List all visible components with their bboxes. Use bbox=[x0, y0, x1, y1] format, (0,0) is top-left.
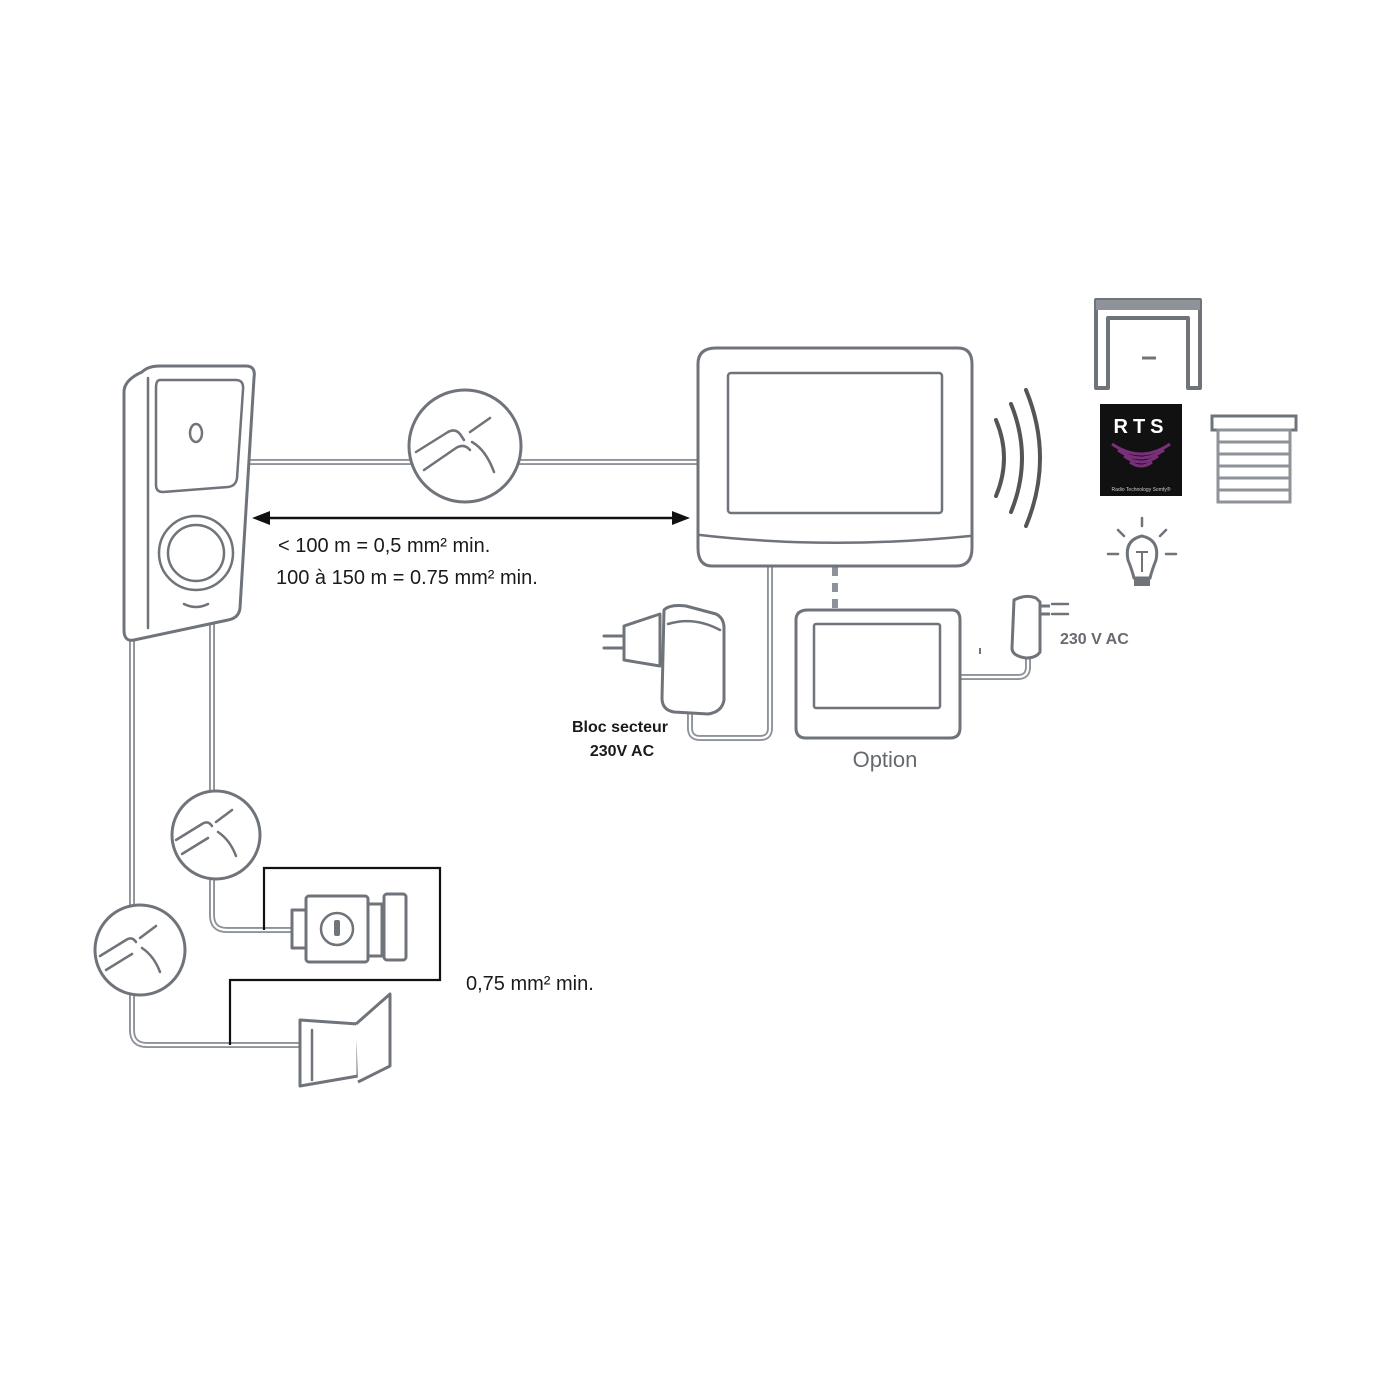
rts-tagline: Radio Technology Somfy® bbox=[1112, 486, 1171, 493]
cable-detail-bottom bbox=[93, 903, 187, 997]
rts-logo-text: RTS bbox=[1114, 416, 1169, 438]
power-block-label-2: 230V AC bbox=[590, 743, 655, 760]
option-label: Option bbox=[853, 747, 918, 772]
lock-cable-spec-label: 0,75 mm² min. bbox=[466, 973, 594, 995]
cable-option-adapter bbox=[957, 652, 1031, 680]
light-bulb-icon bbox=[1106, 516, 1178, 586]
door-strike-icon bbox=[298, 992, 392, 1088]
door-station bbox=[122, 364, 256, 642]
rts-logo-icon: RTS Radio Technology Somfy® bbox=[1100, 404, 1182, 496]
electric-lock-icon bbox=[290, 892, 408, 964]
plug-adapter-icon bbox=[602, 604, 726, 716]
option-plug-adapter-icon bbox=[979, 594, 1070, 660]
cable-detail-middle bbox=[170, 789, 262, 881]
call-button[interactable] bbox=[157, 514, 235, 592]
radio-waves-icon bbox=[994, 388, 1042, 528]
gate-motor-icon bbox=[1094, 298, 1202, 390]
cable-spec-line1: < 100 m = 0,5 mm² min. bbox=[278, 535, 490, 557]
monitor-screen bbox=[726, 371, 944, 515]
cable-network bbox=[129, 459, 1031, 1048]
secondary-monitor-icon bbox=[794, 608, 962, 740]
indoor-monitor bbox=[696, 346, 974, 568]
door-station-camera-icon bbox=[188, 422, 204, 444]
distance-arrow bbox=[252, 511, 690, 525]
option-power-label: 230 V AC bbox=[1060, 631, 1129, 648]
cable-spec-line2: 100 à 150 m = 0.75 mm² min. bbox=[276, 567, 538, 589]
roller-shutter-icon bbox=[1210, 414, 1298, 504]
cable-station-lock bbox=[209, 615, 295, 933]
lock-wiring-leader bbox=[228, 866, 442, 1045]
cable-detail-top bbox=[407, 388, 523, 504]
power-block-label-1: Bloc secteur bbox=[572, 719, 668, 736]
